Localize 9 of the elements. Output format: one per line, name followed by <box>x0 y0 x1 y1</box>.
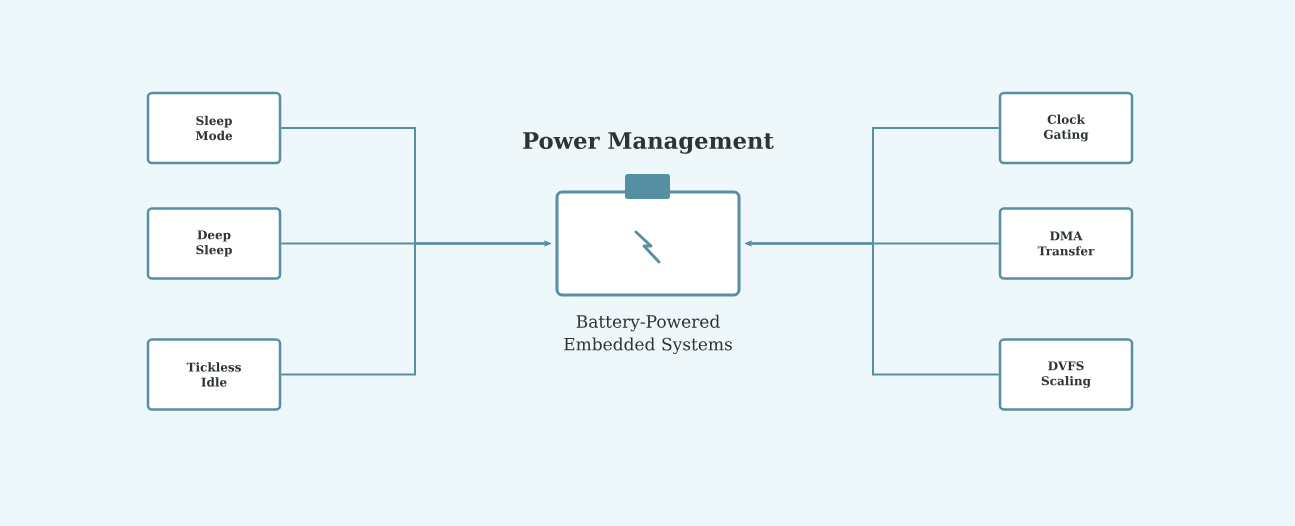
node-caption: Battery-Powered Embedded Systems <box>564 314 732 355</box>
process-box: Tickless Idle <box>146 338 282 411</box>
process-box: DVFS Scaling <box>998 338 1134 411</box>
process-box: Deep Sleep <box>146 207 282 280</box>
process-box: Sleep Mode <box>146 91 282 165</box>
process-box: DMA Transfer <box>998 207 1134 280</box>
process-box: Clock Gating <box>998 91 1134 165</box>
title: Power Management <box>523 132 774 154</box>
battery-box <box>555 174 741 297</box>
